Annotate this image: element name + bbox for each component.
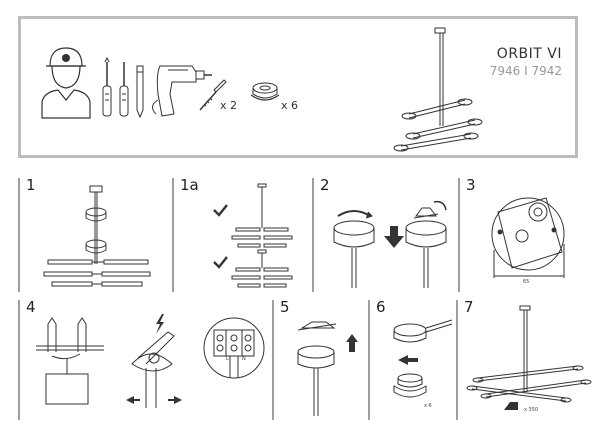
- installer-person-icon: [40, 44, 92, 120]
- step-label: 2: [320, 176, 330, 194]
- step5-cover-illustration: [292, 318, 358, 418]
- step-label: 7: [464, 298, 474, 316]
- step-divider: [18, 178, 20, 292]
- step-label: 5: [280, 298, 290, 316]
- step-divider: [456, 300, 458, 420]
- step7-assembled-illustration: [466, 306, 594, 410]
- step2-canopy-illustration: [330, 198, 458, 288]
- step1-chandelier-illustration: [40, 184, 160, 292]
- product-codes: 7946 I 7942: [489, 64, 562, 78]
- step-divider: [18, 300, 20, 420]
- drill-icon: [152, 64, 212, 120]
- screw-anchor-quantity: x 2: [220, 99, 238, 112]
- step-label: 6: [376, 298, 386, 316]
- canopy-cap-icon: [250, 80, 280, 106]
- step-label: 4: [26, 298, 36, 316]
- step-divider: [272, 300, 274, 420]
- pencil-icon: [136, 62, 144, 118]
- step-divider: [312, 178, 314, 292]
- step-divider: [458, 178, 460, 292]
- step7-quantity: x 350: [524, 407, 539, 413]
- screwdrivers-icon: [100, 58, 134, 120]
- cap-quantity: x 6: [281, 99, 299, 112]
- step-divider: [368, 300, 370, 420]
- step3-dimension-label: 65: [523, 279, 530, 285]
- step-label: 1: [26, 176, 36, 194]
- product-name: ORBIT VI: [496, 46, 562, 62]
- step6-caps-illustration: [386, 316, 454, 412]
- terminal-label-n: N: [242, 356, 246, 362]
- screw-anchor-icon: [198, 78, 226, 112]
- terminal-label-l: L: [226, 356, 229, 362]
- step6-quantity: x 6: [424, 403, 432, 409]
- step3-mounting-plate-illustration: [482, 190, 574, 286]
- step-divider: [172, 178, 174, 292]
- parts-header-panel: [18, 16, 578, 158]
- product-chandelier-icon: [395, 26, 485, 152]
- product-title-block: ORBIT VI 7946 I 7942: [490, 46, 562, 78]
- step-label: 3: [466, 176, 476, 194]
- step1a-options-illustration: [210, 184, 305, 290]
- step-label: 1a: [180, 176, 199, 194]
- step4-wiring-illustration: [34, 314, 266, 420]
